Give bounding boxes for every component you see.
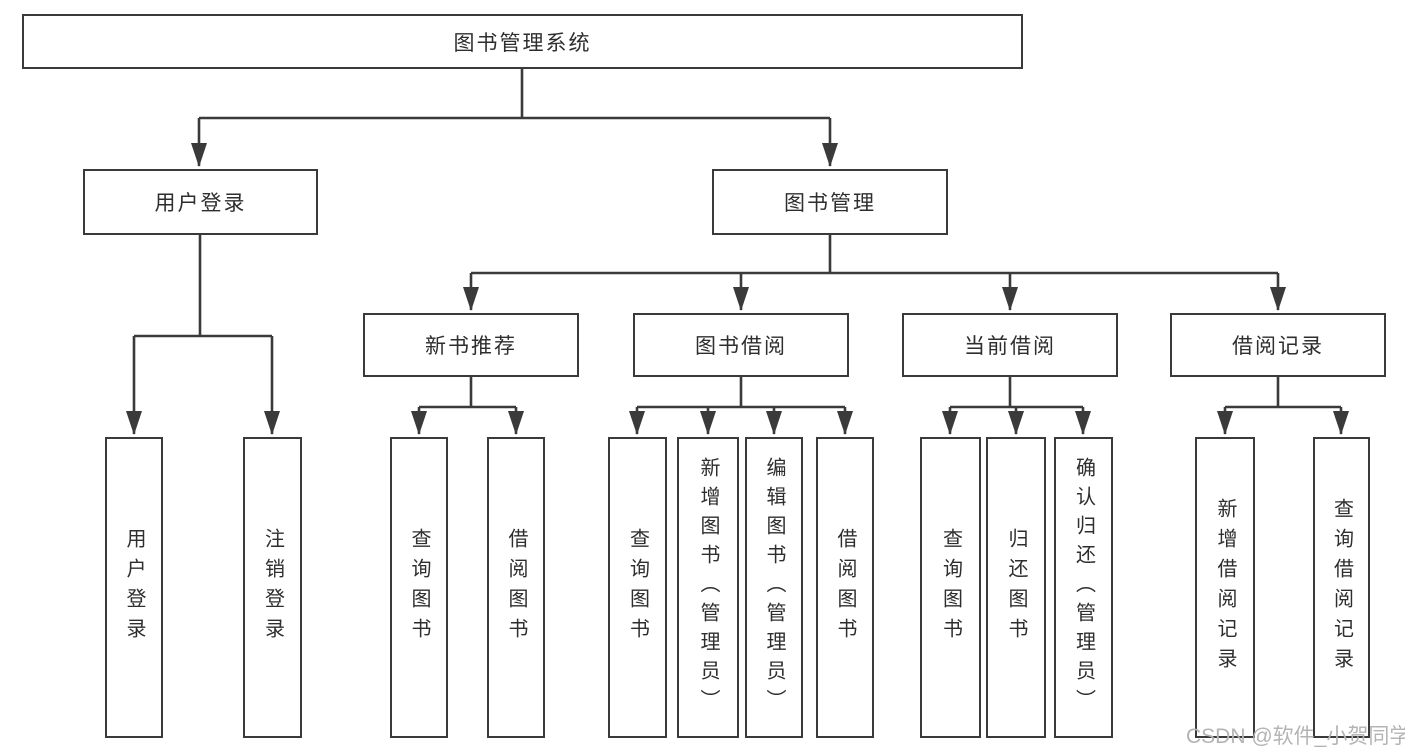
node-new-book-recommendation: 新书推荐: [363, 313, 579, 377]
node-book-management-label: 图书管理: [784, 192, 876, 215]
leaf-user-login: 用户登录: [105, 437, 163, 738]
connector-new-book-recommendation-to-leaves: [411, 377, 524, 435]
leaf-br-query-borrow-record-label: 查询借阅记录: [1330, 497, 1353, 678]
leaf-user-login-label: 用户登录: [123, 527, 145, 648]
leaf-bb-query-books: 查询图书: [608, 437, 667, 738]
node-borrowing-records: 借阅记录: [1170, 313, 1386, 377]
leaf-br-add-borrow-record-label: 新增借阅记录: [1214, 497, 1236, 678]
connector-book-management-to-level3: [463, 235, 1286, 311]
node-user-login: 用户登录: [83, 169, 318, 235]
leaf-logout: 注销登录: [243, 437, 302, 738]
leaf-bb-edit-books-admin: 编辑图书（管理员）: [745, 437, 803, 738]
leaf-bb-borrow-books-label: 借阅图书: [834, 527, 856, 648]
leaf-nbr-query-books-label: 查询图书: [408, 527, 430, 648]
leaf-nbr-borrow-books-label: 借阅图书: [505, 527, 527, 648]
leaf-cb-confirm-return-admin: 确认归还（管理员）: [1054, 437, 1113, 738]
connector-user-login-to-leaves: [126, 235, 280, 435]
connector-root-to-level2: [191, 69, 838, 167]
leaf-cb-return-books-label: 归还图书: [1005, 527, 1027, 648]
leaf-br-add-borrow-record: 新增借阅记录: [1195, 437, 1255, 738]
node-root-label: 图书管理系统: [453, 31, 592, 55]
leaf-bb-edit-books-admin-label: 编辑图书（管理员）: [763, 457, 785, 718]
leaf-bb-add-books-admin: 新增图书（管理员）: [677, 437, 739, 738]
leaf-br-query-borrow-record: 查询借阅记录: [1313, 437, 1370, 738]
leaf-cb-return-books: 归还图书: [986, 437, 1046, 738]
leaf-nbr-query-books: 查询图书: [390, 437, 448, 738]
node-borrowing-records-label: 借阅记录: [1232, 335, 1324, 358]
node-book-management: 图书管理: [712, 169, 948, 235]
leaf-bb-query-books-label: 查询图书: [626, 527, 649, 648]
leaf-nbr-borrow-books: 借阅图书: [487, 437, 545, 738]
connector-book-borrowing-to-leaves: [629, 377, 853, 435]
connector-borrowing-records-to-leaves: [1217, 377, 1349, 435]
leaf-cb-query-books-label: 查询图书: [939, 527, 962, 648]
node-root: 图书管理系统: [22, 14, 1023, 69]
node-current-borrowing: 当前借阅: [902, 313, 1118, 377]
leaf-cb-query-books: 查询图书: [920, 437, 981, 738]
leaf-logout-label: 注销登录: [261, 527, 284, 648]
leaf-bb-borrow-books: 借阅图书: [816, 437, 874, 738]
leaf-cb-confirm-return-admin-label: 确认归还（管理员）: [1072, 457, 1095, 718]
node-new-book-recommendation-label: 新书推荐: [425, 335, 517, 358]
leaf-bb-add-books-admin-label: 新增图书（管理员）: [697, 457, 719, 718]
node-current-borrowing-label: 当前借阅: [964, 335, 1056, 358]
node-book-borrowing: 图书借阅: [633, 313, 849, 377]
node-user-login-label: 用户登录: [154, 192, 247, 215]
connector-current-borrowing-to-leaves: [942, 377, 1091, 435]
node-book-borrowing-label: 图书借阅: [695, 335, 787, 358]
csdn-watermark: CSDN @软件_小贺同学: [1186, 725, 1405, 747]
